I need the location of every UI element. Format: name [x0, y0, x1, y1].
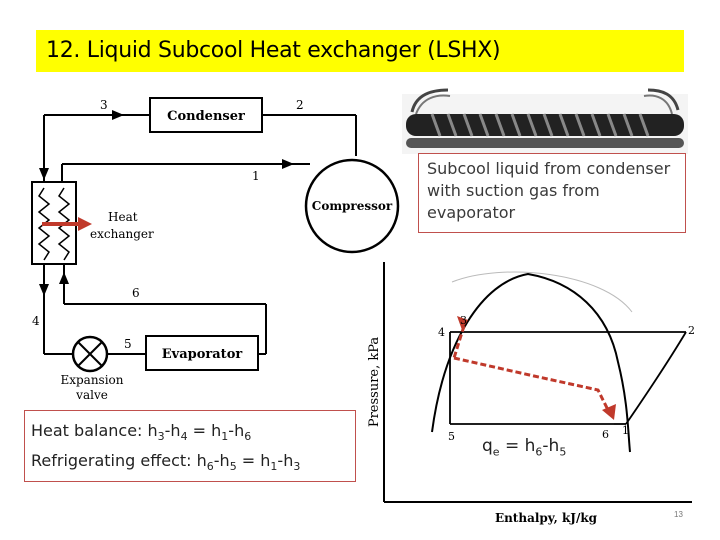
hx-label-1: Heat: [108, 210, 138, 224]
evaporator-label: Evaporator: [162, 347, 243, 362]
ph-point-6: 6: [602, 428, 609, 441]
note-box: Subcool liquid from condenser with sucti…: [418, 153, 686, 233]
ph-point-3: 3: [460, 314, 467, 327]
note-text: Subcool liquid from condenser with sucti…: [427, 159, 671, 222]
state-6: 6: [132, 286, 140, 300]
ph-point-4: 4: [438, 326, 445, 339]
valve-label-1: Expansion: [60, 373, 123, 387]
ph-point-2: 2: [688, 324, 695, 337]
state-4: 4: [32, 314, 40, 328]
valve-label-2: valve: [75, 388, 108, 402]
heat-balance-box: Heat balance: h3-h4 = h1-h6 Refrigeratin…: [24, 410, 356, 482]
qe-formula: qe = h6-h5: [482, 436, 567, 459]
title-bar: 12. Liquid Subcool Heat exchanger (LSHX): [36, 30, 684, 72]
ph-point-1: 1: [622, 424, 629, 437]
ph-diagram: Pressure, kPa Enthalpy, kJ/kg 4 3 2 5 6 …: [367, 262, 695, 525]
hx-label-2: exchanger: [90, 227, 154, 241]
ph-point-5: 5: [448, 430, 455, 443]
state-3: 3: [100, 98, 108, 112]
state-2: 2: [296, 98, 304, 112]
heat-balance-line: Heat balance: h3-h4 = h1-h6: [31, 421, 252, 444]
state-5: 5: [124, 337, 132, 351]
page-number: 13: [674, 510, 683, 519]
refrigerating-effect-line: Refrigerating effect: h6-h5 = h1-h3: [31, 451, 301, 474]
ph-xlabel: Enthalpy, kJ/kg: [495, 511, 598, 525]
heat-exchanger-photo: [402, 88, 688, 154]
refrigeration-schematic: Condenser Compressor Heat exchanger Expa…: [31, 97, 400, 402]
state-1: 1: [252, 169, 260, 183]
compressor-label: Compressor: [312, 199, 393, 213]
compressor: [304, 158, 400, 254]
condenser-label: Condenser: [167, 109, 245, 124]
slide-title: 12. Liquid Subcool Heat exchanger (LSHX): [46, 38, 501, 63]
ph-ylabel: Pressure, kPa: [367, 337, 382, 428]
saturation-dome: [431, 272, 631, 453]
evaporator-box: [145, 335, 259, 371]
